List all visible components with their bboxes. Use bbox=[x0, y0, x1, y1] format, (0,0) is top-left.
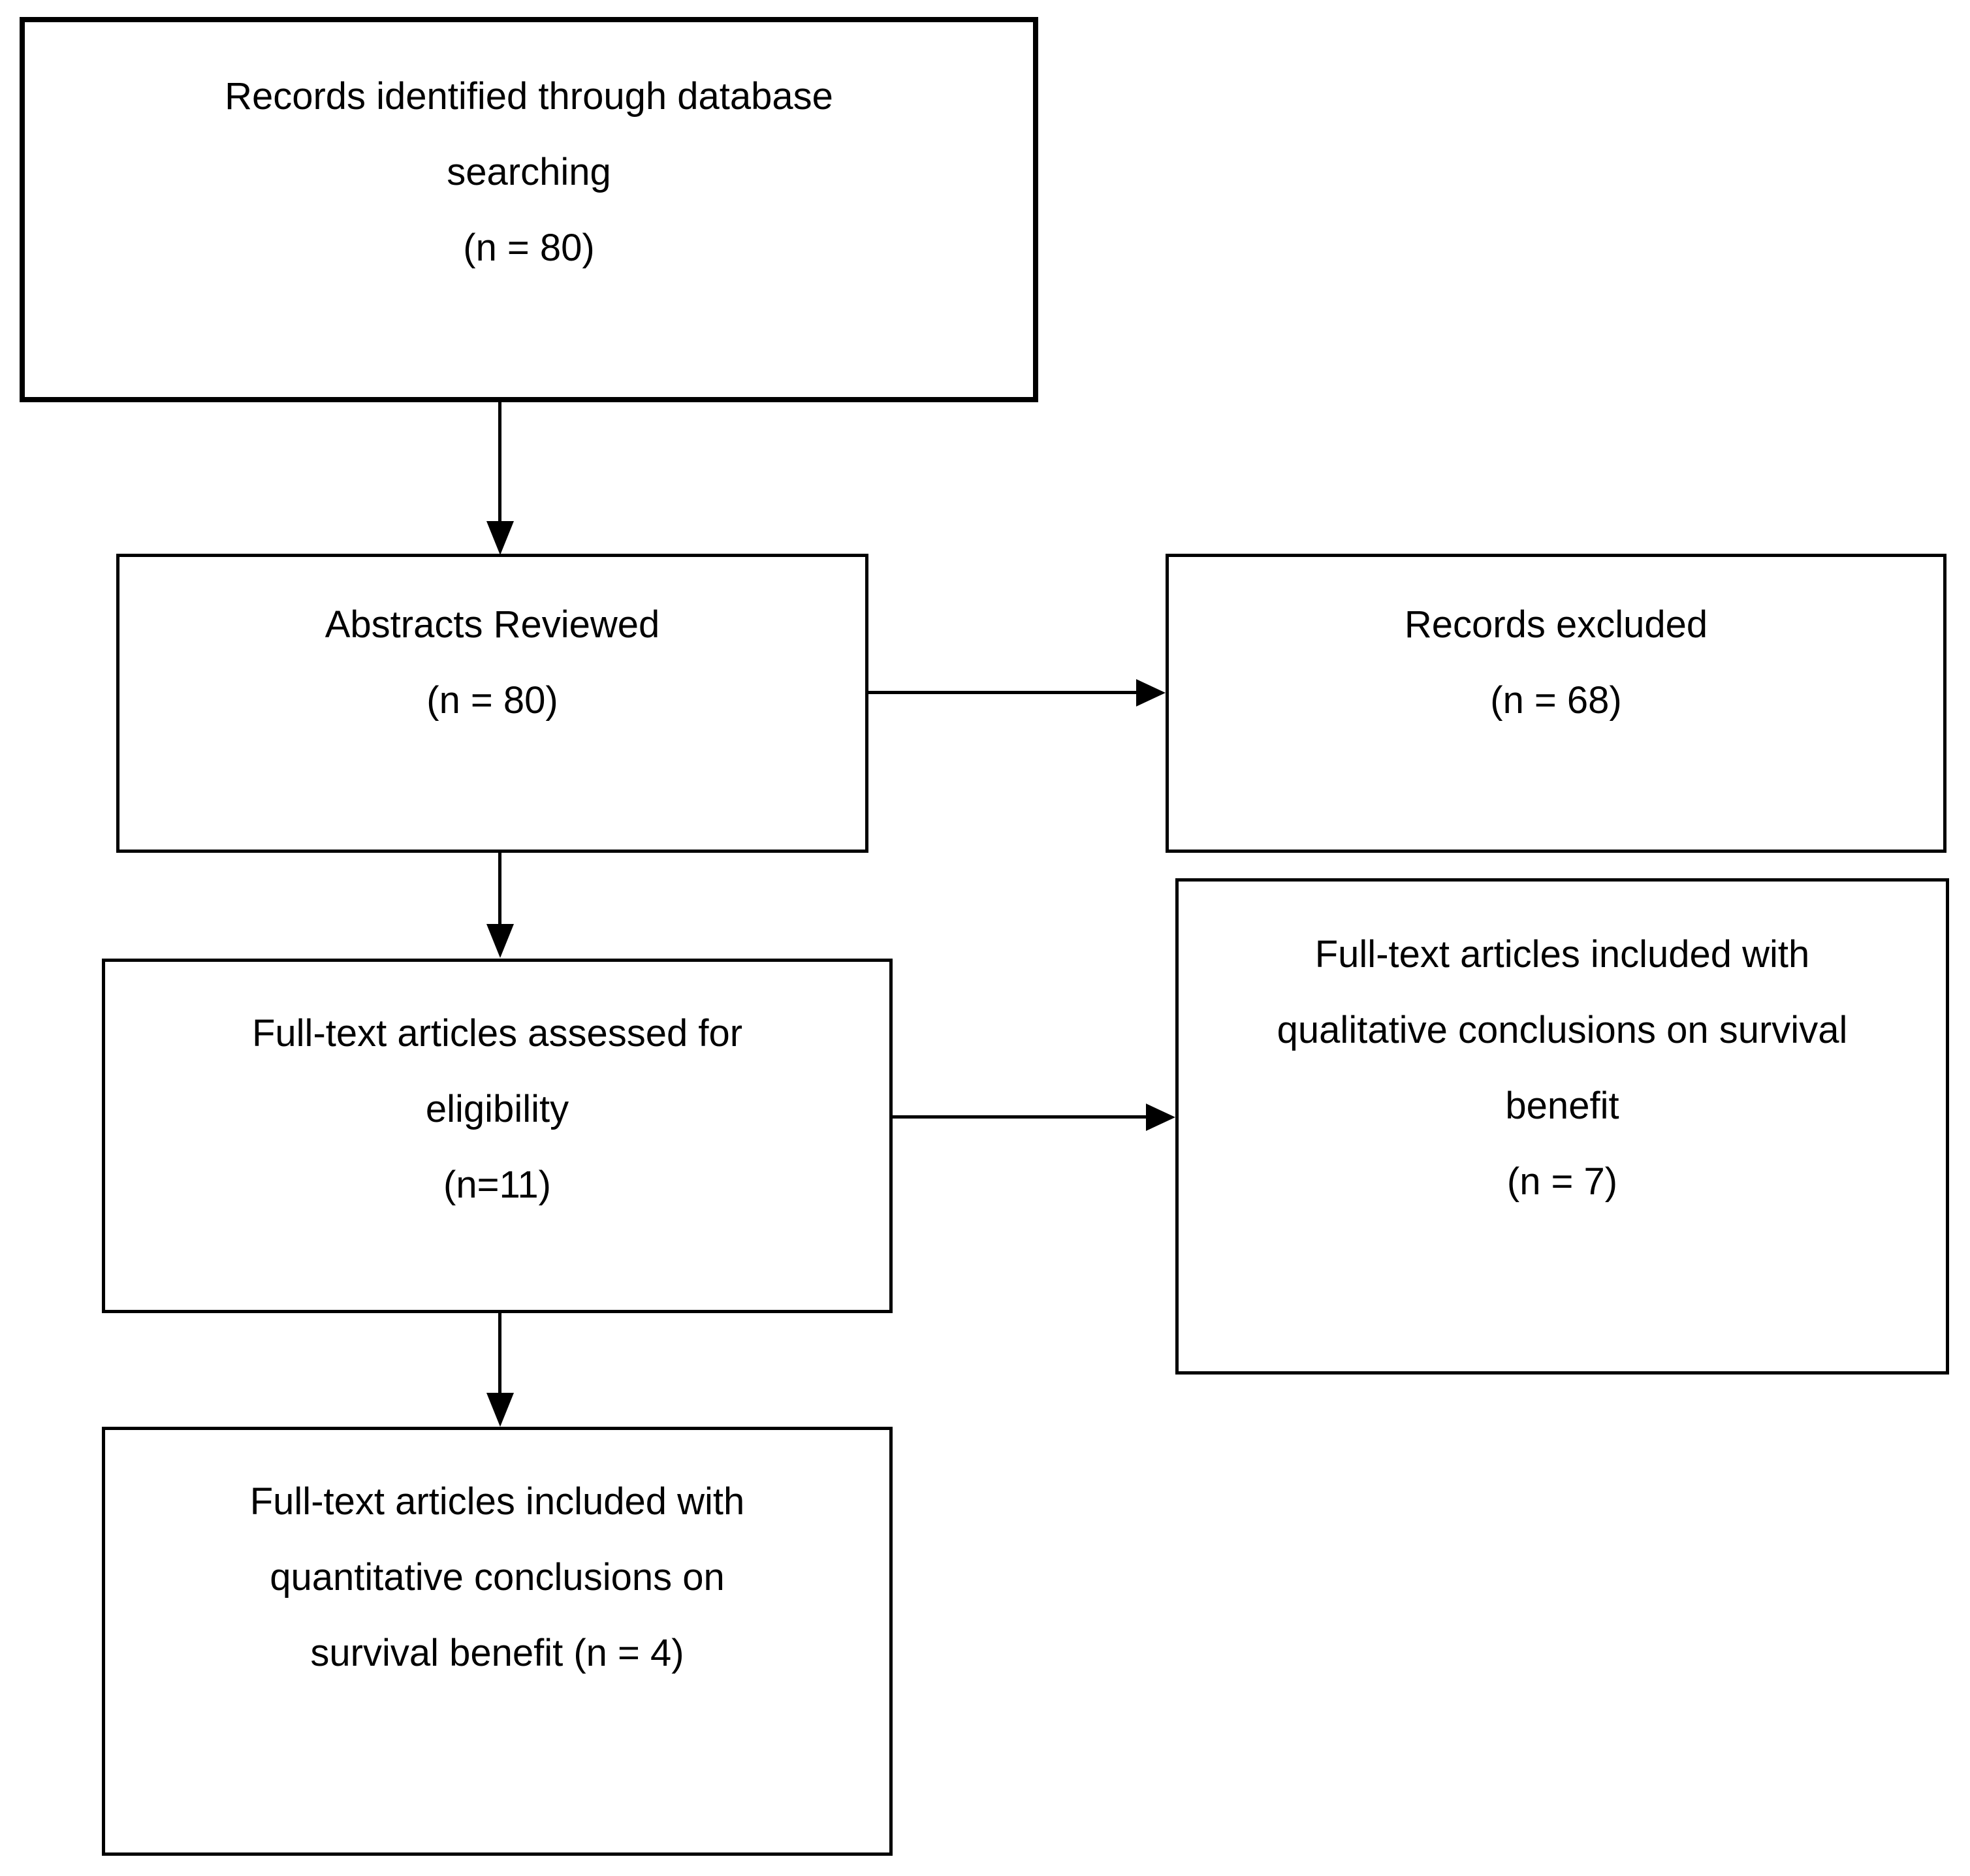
arrow-line bbox=[498, 853, 501, 926]
node-text-line: searching bbox=[447, 151, 611, 193]
node-text-line: (n = 7) bbox=[1506, 1160, 1618, 1203]
node-text-line: (n = 68) bbox=[1490, 679, 1622, 722]
node-text-line: Full-text articles assessed for bbox=[251, 1012, 743, 1055]
node-records-excluded: Records excluded (n = 68) bbox=[1166, 554, 1946, 853]
node-text-line: Abstracts Reviewed bbox=[325, 603, 660, 646]
arrow-head-down-icon bbox=[486, 1393, 514, 1427]
arrow-line bbox=[498, 402, 501, 523]
arrow-head-down-icon bbox=[486, 521, 514, 555]
node-text-line: Records identified through database bbox=[225, 75, 833, 118]
node-text-line: Full-text articles included with bbox=[1314, 933, 1810, 976]
node-fulltext-qualitative: Full-text articles included with qualita… bbox=[1175, 878, 1949, 1375]
node-text-line: (n = 80) bbox=[426, 679, 558, 722]
node-fulltext-quantitative: Full-text articles included with quantit… bbox=[102, 1427, 893, 1856]
node-text-line: Records excluded bbox=[1404, 603, 1708, 646]
node-text-line: benefit bbox=[1505, 1085, 1619, 1127]
arrow-head-down-icon bbox=[486, 924, 514, 958]
arrow-line bbox=[498, 1313, 501, 1395]
node-abstracts-reviewed: Abstracts Reviewed (n = 80) bbox=[116, 554, 868, 853]
node-text-line: quantitative conclusions on bbox=[270, 1556, 725, 1598]
node-records-identified: Records identified through database sear… bbox=[20, 17, 1038, 402]
node-text-line: (n=11) bbox=[443, 1164, 551, 1206]
node-text-line: eligibility bbox=[425, 1088, 569, 1130]
node-text-line: survival benefit (n = 4) bbox=[310, 1632, 684, 1674]
arrow-line bbox=[868, 691, 1139, 694]
node-text-line: Full-text articles included with bbox=[249, 1480, 745, 1523]
arrow-line bbox=[893, 1115, 1149, 1119]
arrow-head-right-icon bbox=[1146, 1104, 1175, 1131]
node-text-line: qualitative conclusions on survival bbox=[1277, 1009, 1848, 1051]
node-fulltext-assessed: Full-text articles assessed for eligibil… bbox=[102, 959, 893, 1313]
node-text-line: (n = 80) bbox=[463, 227, 595, 269]
arrow-head-right-icon bbox=[1136, 679, 1166, 707]
